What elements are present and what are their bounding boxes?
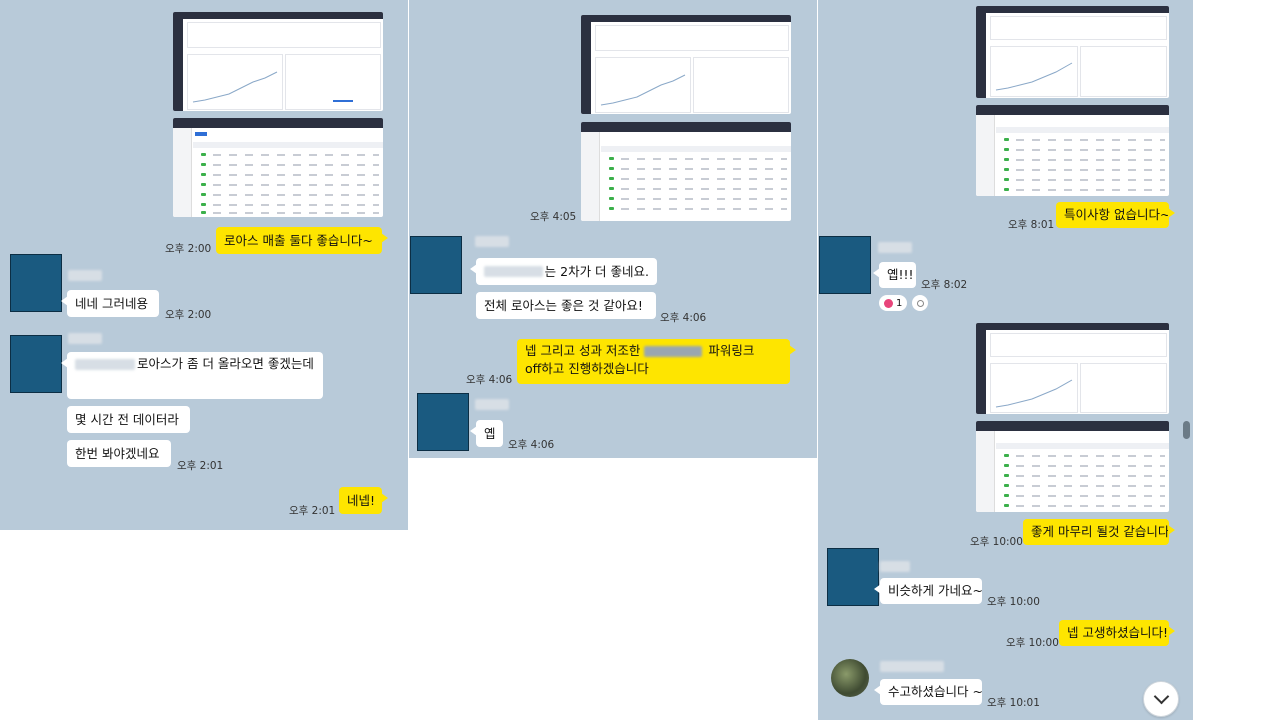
chevron-down-icon bbox=[1153, 688, 1169, 705]
avatar[interactable] bbox=[10, 335, 62, 393]
avatar[interactable] bbox=[410, 236, 462, 294]
avatar[interactable] bbox=[819, 236, 871, 294]
message-time: 오후 2:00 bbox=[165, 309, 212, 321]
message-time: 오후 10:00 bbox=[970, 536, 1023, 548]
sender-name bbox=[880, 661, 944, 672]
attached-image-chart[interactable] bbox=[976, 6, 1169, 98]
message-time: 오후 8:02 bbox=[921, 279, 968, 291]
other-message-bubble[interactable]: 몇 시간 전 데이터라 bbox=[67, 406, 190, 433]
attached-image-table[interactable] bbox=[976, 421, 1169, 512]
message-time: 오후 10:01 bbox=[987, 697, 1040, 709]
chat-panel-3[interactable]: 오후 8:01 특이사항 없습니다~ 옙!!! 오후 8:02 1 오후 10:… bbox=[818, 0, 1193, 720]
message-time: 오후 2:01 bbox=[289, 505, 336, 517]
other-message-bubble[interactable]: 수고하셨습니다 ~ bbox=[874, 679, 983, 705]
chat-panel-1[interactable]: 오후 2:00 로아스 매출 둘다 좋습니다~ 네네 그러네용 오후 2:00 … bbox=[0, 0, 408, 530]
other-message-bubble[interactable]: 비슷하게 가네요~ bbox=[874, 578, 983, 604]
other-message-bubble[interactable]: 한번 봐야겠네요 bbox=[67, 440, 171, 467]
sender-name bbox=[68, 270, 102, 281]
redacted-text bbox=[75, 359, 135, 370]
heart-icon bbox=[884, 298, 893, 308]
attached-image-chart[interactable] bbox=[581, 15, 791, 114]
my-message-bubble[interactable]: 특이사항 없습니다~ bbox=[1056, 202, 1175, 228]
redacted-text bbox=[644, 346, 703, 357]
attached-image-chart[interactable] bbox=[173, 12, 383, 111]
other-message-bubble[interactable]: 전체 로아스는 좋은 것 같아요! bbox=[476, 292, 656, 319]
message-time: 오후 4:06 bbox=[660, 312, 707, 324]
add-reaction-icon[interactable] bbox=[912, 295, 928, 311]
my-message-bubble[interactable]: 좋게 마무리 될것 같습니다 bbox=[1023, 519, 1175, 545]
my-message-bubble[interactable]: 네넵! bbox=[339, 487, 388, 514]
other-message-bubble[interactable]: 옙!!! bbox=[873, 262, 916, 288]
message-time: 오후 10:00 bbox=[1006, 637, 1059, 649]
chat-panel-2[interactable]: 오후 4:05 는 2차가 더 좋네요. 전체 로아스는 좋은 것 같아요! 오… bbox=[409, 0, 817, 458]
message-time: 오후 10:00 bbox=[987, 596, 1040, 608]
message-time: 오후 2:01 bbox=[177, 460, 224, 472]
my-message-bubble[interactable]: 넵 고생하셨습니다! bbox=[1059, 620, 1175, 646]
sender-name bbox=[68, 333, 102, 344]
sender-name bbox=[475, 236, 509, 247]
avatar[interactable] bbox=[417, 393, 469, 451]
message-time: 오후 8:01 bbox=[1008, 219, 1055, 231]
avatar[interactable] bbox=[827, 548, 879, 606]
attached-image-table[interactable] bbox=[581, 122, 791, 221]
other-message-bubble[interactable]: 는 2차가 더 좋네요. bbox=[470, 258, 657, 285]
attached-image-table[interactable] bbox=[173, 118, 383, 217]
attached-image-chart[interactable] bbox=[976, 323, 1169, 414]
sender-name bbox=[880, 561, 910, 572]
other-message-bubble[interactable]: 네네 그러네용 bbox=[61, 290, 159, 317]
message-time: 오후 4:06 bbox=[508, 439, 555, 451]
sender-name bbox=[475, 399, 509, 410]
other-message-bubble[interactable]: 옙 bbox=[470, 420, 503, 447]
scroll-to-bottom-button[interactable] bbox=[1143, 681, 1179, 717]
attached-image-table[interactable] bbox=[976, 105, 1169, 196]
profile-photo[interactable] bbox=[831, 659, 869, 697]
reaction-badge[interactable]: 1 bbox=[879, 295, 908, 311]
scrollbar-thumb[interactable] bbox=[1183, 421, 1190, 439]
message-time: 오후 4:05 bbox=[530, 211, 577, 223]
redacted-text bbox=[484, 266, 543, 277]
avatar[interactable] bbox=[10, 254, 62, 312]
other-message-bubble[interactable]: 로아스가 좀 더 올라오면 좋겠는데 bbox=[61, 352, 323, 399]
message-time: 오후 4:06 bbox=[466, 374, 513, 386]
message-time: 오후 2:00 bbox=[165, 243, 212, 255]
sender-name bbox=[878, 242, 912, 253]
my-message-bubble[interactable]: 로아스 매출 둘다 좋습니다~ bbox=[216, 227, 388, 254]
